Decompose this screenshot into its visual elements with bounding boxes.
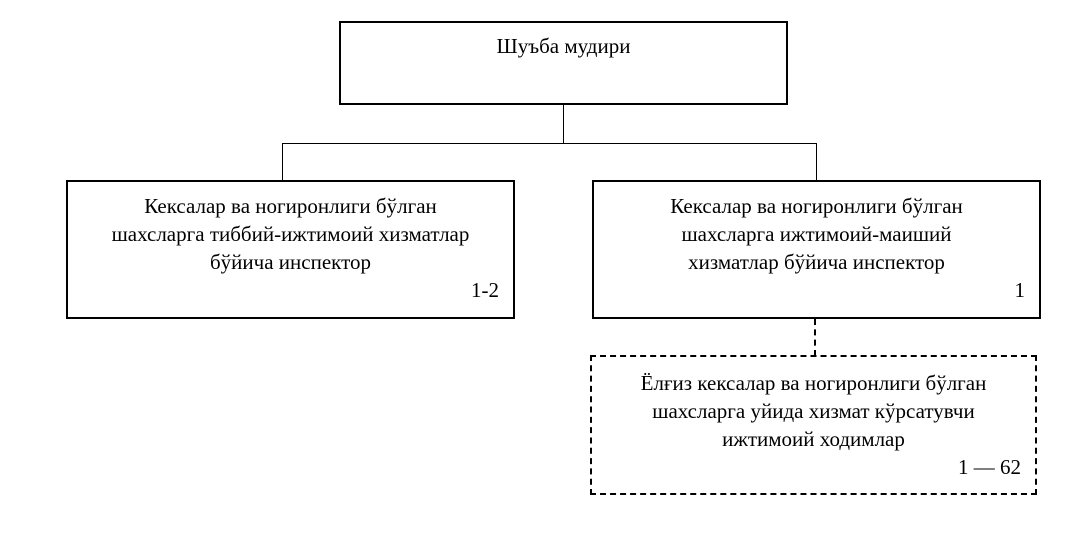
node-root: Шуъба мудири xyxy=(339,21,788,105)
node-left-child-title: Кексалар ва ногиронлиги бўлган шахсларга… xyxy=(111,194,470,274)
node-right-child-count: 1 xyxy=(1014,278,1026,302)
connector-right-child-to-leaf xyxy=(814,319,816,356)
node-root-title: Шуъба мудири xyxy=(496,34,631,58)
connector-bar-to-left-child xyxy=(282,143,283,181)
node-leaf-count: 1 — 62 xyxy=(958,455,1021,479)
node-leaf-title: Ёлғиз кексалар ва ногиронлиги бўлган шах… xyxy=(640,371,987,451)
connector-root-to-bar xyxy=(563,105,564,144)
node-left-child-count: 1-2 xyxy=(471,278,499,302)
connector-bar-to-right-child xyxy=(816,143,817,181)
connector-horizontal-bar xyxy=(282,143,817,144)
node-left-child: Кексалар ва ногиронлиги бўлган шахсларга… xyxy=(66,180,515,319)
node-leaf-social-workers: Ёлғиз кексалар ва ногиронлиги бўлган шах… xyxy=(590,355,1037,495)
node-right-child-title: Кексалар ва ногиронлиги бўлган шахсларга… xyxy=(670,194,963,274)
node-right-child: Кексалар ва ногиронлиги бўлган шахсларга… xyxy=(592,180,1041,319)
